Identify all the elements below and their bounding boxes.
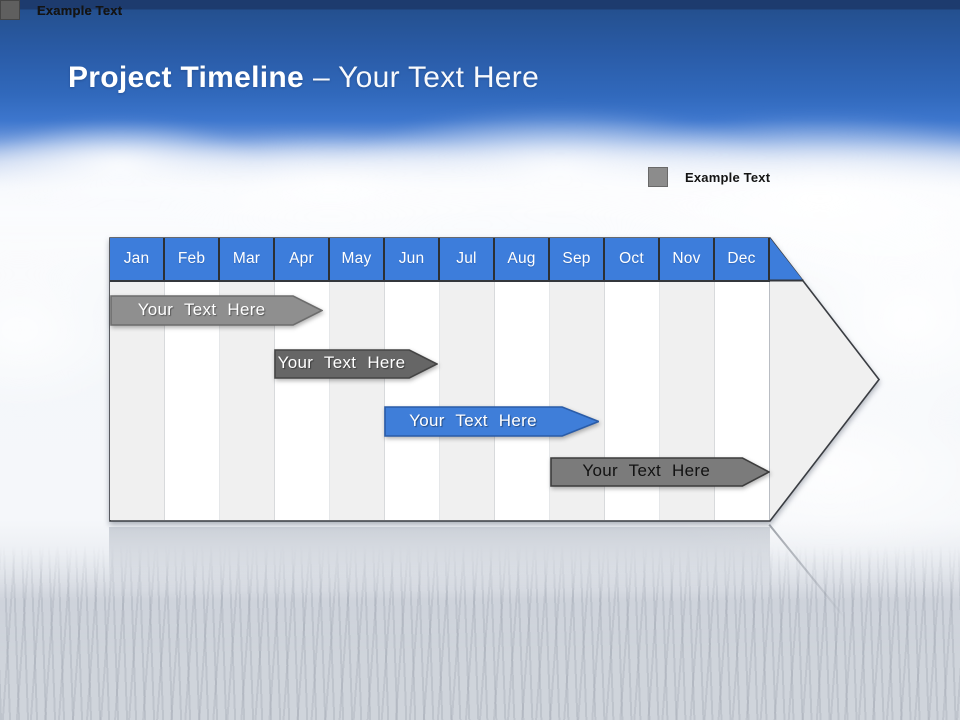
month-cell: Apr [275, 238, 330, 280]
month-cell: Jun [385, 238, 440, 280]
legend-label: Example Text [37, 2, 123, 18]
legend-label: Example Text [37, 2, 123, 18]
legend-label: Example Text [37, 2, 123, 18]
month-column-stripe [495, 281, 550, 520]
legend-swatch-gray [648, 167, 668, 187]
month-column-stripe [330, 281, 385, 520]
legend-item-4: Example Text [0, 0, 122, 20]
month-cell: Mar [220, 238, 275, 280]
timeline-bar-label: Your Text Here [277, 353, 406, 372]
title-suffix: – Your Text Here [313, 61, 540, 94]
month-cell: May [330, 238, 385, 280]
month-header-wedge [770, 238, 803, 280]
timeline-bar: Your Text Here [550, 457, 770, 487]
timeline-bar: Your Text Here [110, 295, 323, 326]
legend-item-1: Example Text [648, 167, 770, 187]
month-cell: Nov [660, 238, 715, 280]
month-cell: Dec [715, 238, 770, 280]
legend-label: Example Text [685, 169, 771, 185]
month-cell: Sep [550, 238, 605, 280]
slide-title: Project Timeline – Your Text Here [68, 60, 539, 96]
title-main: Project Timeline [68, 61, 304, 94]
timeline-bar: Your Text Here [384, 406, 600, 437]
month-cell: Feb [165, 238, 220, 280]
month-column-stripe [385, 281, 440, 520]
table-reflection [109, 527, 770, 591]
month-column-stripe [440, 281, 495, 520]
legend-swatch-dark-gray [0, 0, 20, 20]
month-cell: Oct [605, 238, 660, 280]
timeline-bar-label: Your Text Here [582, 461, 711, 480]
month-cell: Jan [110, 238, 165, 280]
month-cell: Jul [440, 238, 495, 280]
timeline-bar: Your Text Here [274, 349, 438, 379]
timeline-bar-label: Your Text Here [409, 411, 537, 430]
month-cell: Aug [495, 238, 550, 280]
timeline-bar-label: Your Text Here [137, 300, 266, 319]
